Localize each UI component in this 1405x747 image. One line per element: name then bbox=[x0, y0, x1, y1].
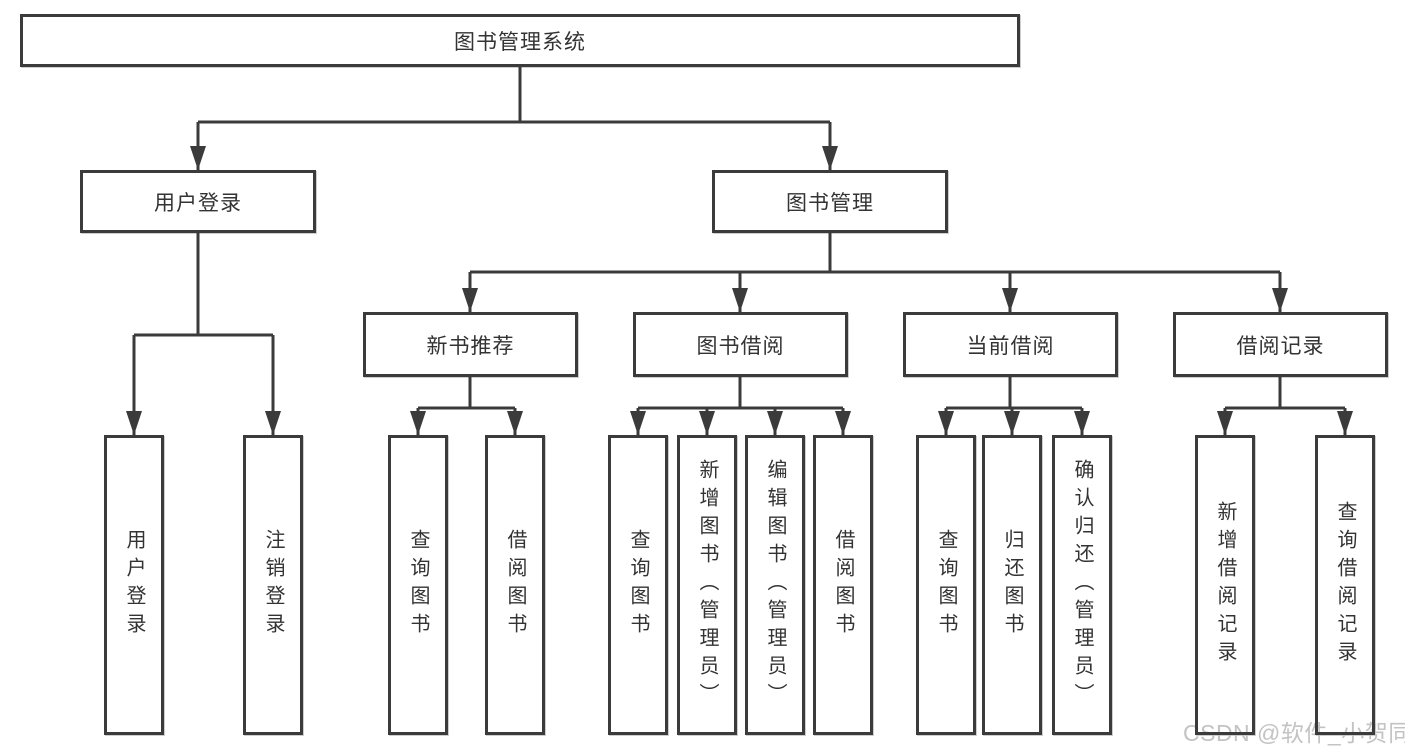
node-book-management: 图书管理 bbox=[712, 170, 948, 233]
node-leaf-logout: 注销登录 bbox=[243, 435, 303, 735]
node-leaf-borrow-books: 借阅图书 bbox=[813, 435, 873, 735]
node-leaf-add-books-admin: 新增图书（管理员） bbox=[677, 435, 737, 735]
node-user-login: 用户登录 bbox=[80, 170, 316, 233]
node-leaf-return-books: 归还图书 bbox=[982, 435, 1042, 735]
node-leaf-query-books-current: 查询图书 bbox=[916, 435, 976, 735]
node-book-management-system: 图书管理系统 bbox=[20, 14, 1020, 67]
node-book-borrow: 图书借阅 bbox=[633, 312, 848, 377]
node-current-borrow: 当前借阅 bbox=[903, 312, 1118, 377]
node-new-book-recommend: 新书推荐 bbox=[363, 312, 578, 377]
node-borrow-records: 借阅记录 bbox=[1173, 312, 1388, 377]
node-leaf-query-books-borrow: 查询图书 bbox=[608, 435, 668, 735]
node-leaf-add-borrow-record: 新增借阅记录 bbox=[1195, 435, 1255, 735]
node-leaf-edit-books-admin: 编辑图书（管理员） bbox=[745, 435, 805, 735]
node-leaf-confirm-return-admin: 确认归还（管理员） bbox=[1052, 435, 1112, 735]
node-leaf-query-books-recommend: 查询图书 bbox=[388, 435, 448, 735]
node-leaf-user-login: 用户登录 bbox=[104, 435, 164, 735]
csdn-watermark: CSDN @软件_小贺同学 bbox=[1183, 720, 1405, 746]
node-leaf-borrow-books-recommend: 借阅图书 bbox=[485, 435, 545, 735]
node-leaf-query-borrow-record: 查询借阅记录 bbox=[1315, 435, 1375, 735]
